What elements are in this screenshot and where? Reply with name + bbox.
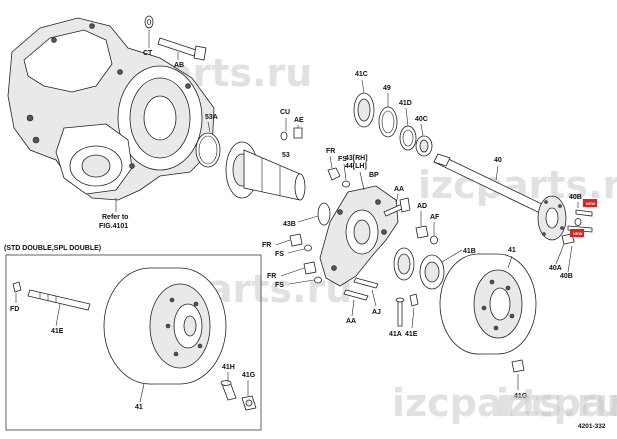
nut-ae [293, 127, 303, 139]
bolt-aa-bottom-1 [343, 289, 369, 301]
label-fr-top: FR [326, 148, 335, 155]
label-bp: BP [369, 172, 379, 179]
stud-41a [397, 299, 403, 327]
spindle-53 [225, 141, 306, 201]
inset-washer-fd [12, 281, 22, 293]
label-53a: 53A [205, 114, 218, 121]
label-fs-low: FS [275, 282, 284, 289]
label-43rh: 43[RH] [345, 155, 368, 162]
label-41d: 41D [399, 100, 412, 107]
nut-fr-low [303, 261, 317, 275]
differential-housing [7, 17, 215, 201]
label-41g-left: 41G [242, 372, 256, 379]
inset-stud-41h [220, 380, 237, 401]
figure-code: 4201-332 [578, 423, 606, 430]
label-40a: 40A [549, 265, 562, 272]
new-badge-top [583, 199, 597, 207]
label-fs-top: FS [338, 156, 347, 163]
refer-to-line2: FIG.4101 [99, 223, 128, 230]
label-aj: AJ [372, 309, 381, 316]
label-41-right: 41 [508, 247, 516, 254]
label-41-left: 41 [135, 404, 143, 411]
label-40: 40 [494, 157, 502, 164]
nut-41g-right [511, 359, 525, 373]
label-fr-mid: FR [262, 242, 271, 249]
label-49: 49 [383, 85, 391, 92]
o-ring-43b [317, 202, 331, 226]
label-aa-bottom: AA [346, 318, 356, 325]
label-43b: 43B [283, 221, 296, 228]
washer-fs-mid [304, 244, 312, 252]
inset-hub-drum-41 [103, 267, 227, 385]
label-41g-right: 41G [514, 393, 528, 400]
new-badge-bottom-text: NEW [573, 231, 583, 236]
bolt-aa-bottom-2 [353, 277, 379, 289]
seal-41c [353, 92, 375, 128]
new-badge-top-text: NEW [586, 201, 596, 206]
nut-ad [415, 225, 429, 239]
label-fs-mid: FS [275, 251, 284, 258]
nut-40c [415, 135, 433, 157]
label-ad: AD [417, 203, 427, 210]
label-fd: FD [10, 306, 19, 313]
nut-fr-mid [289, 233, 303, 247]
label-41e-left: 41E [51, 328, 64, 335]
label-53: 53 [282, 152, 290, 159]
bolt-ab [157, 37, 207, 61]
watermark-5: izcparts.r [496, 381, 617, 425]
section-title: (STD DOUBLE,SPL DOUBLE) [4, 245, 101, 252]
inset-nut-41g [241, 395, 257, 411]
label-aa-top: AA [394, 186, 404, 193]
watermark-4: izcparts.ru [392, 381, 617, 425]
label-40b-bottom: 40B [560, 273, 573, 280]
hub-drum-41 [439, 253, 537, 355]
inset-stud-41e [27, 289, 91, 311]
nut-fr-top [327, 167, 341, 181]
refer-to-line1: Refer to [102, 214, 128, 221]
label-fr-low: FR [267, 273, 276, 280]
label-41e-right: 41E [405, 331, 418, 338]
washer-af [430, 235, 438, 245]
o-ring-53a [195, 132, 221, 168]
label-41c: 41C [355, 71, 368, 78]
washer-40b [574, 218, 582, 226]
label-41a: 41A [389, 331, 402, 338]
inset-box [5, 254, 262, 431]
label-40b-top: 40B [569, 194, 582, 201]
label-af: AF [430, 214, 440, 221]
label-ab: AB [174, 62, 184, 69]
bolt-40b-top [575, 209, 593, 217]
washer-ct [144, 15, 154, 29]
bearing-41b [419, 254, 445, 290]
washer-cu [280, 131, 288, 141]
label-44lh: 44[LH] [345, 163, 367, 170]
lock-washer-41d [399, 125, 417, 151]
axle-shaft-40 [433, 153, 567, 241]
washer-fs-top [342, 180, 350, 188]
label-ae: AE [294, 117, 304, 124]
label-ct: CT [143, 50, 153, 57]
bearing-inner [393, 247, 415, 281]
label-cu: CU [280, 109, 290, 116]
washer-fs-low [314, 276, 322, 284]
label-40c: 40C [415, 116, 428, 123]
label-41b: 41B [463, 248, 476, 255]
knuckle-bracket-43-44 [319, 185, 399, 287]
new-badge-bottom [570, 229, 584, 237]
nut-41e-right [409, 293, 419, 307]
label-41h: 41H [222, 364, 235, 371]
tone-ring-49 [378, 106, 398, 138]
